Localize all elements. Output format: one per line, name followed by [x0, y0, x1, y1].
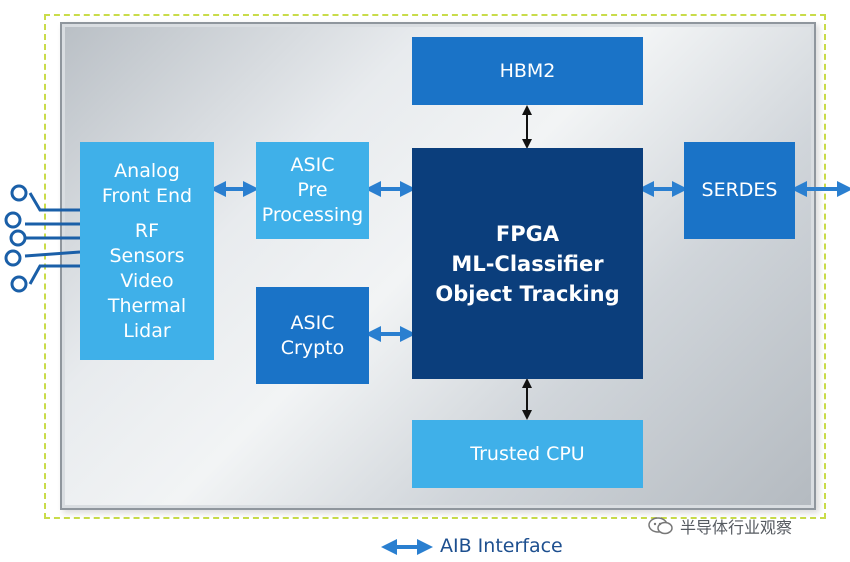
analog-line-1: Analog	[114, 159, 180, 182]
asic-pre-line-2: Pre	[297, 179, 328, 201]
serdes-label: SERDES	[701, 179, 778, 201]
input-pin-2-terminal	[4, 211, 22, 229]
input-pin-5	[28, 264, 80, 285]
aib-arrows	[210, 181, 850, 555]
asic-pre-processing-block: ASIC Pre Processing	[256, 142, 369, 239]
asic-crypto-line-2: Crypto	[280, 336, 345, 359]
analog-line-2: Front End	[101, 184, 193, 207]
sensor-type-video: Video	[120, 269, 174, 292]
legend-label: AIB Interface	[440, 535, 563, 557]
input-pin-4-terminal	[4, 249, 22, 267]
sensor-type-sensors: Sensors	[109, 244, 185, 267]
trusted-cpu-block: Trusted CPU	[412, 420, 643, 488]
input-pin-5-terminal	[10, 275, 28, 293]
serdes-block: SERDES	[684, 142, 795, 239]
analog-front-end-block: Analog Front End RF Sensors Video Therma…	[80, 142, 214, 360]
asic-crypto-line-1: ASIC	[290, 311, 335, 334]
fpga-line-1: FPGA	[495, 221, 560, 246]
input-pin-1	[28, 192, 80, 212]
input-pin-3-terminal	[9, 229, 27, 247]
input-pin-1-terminal	[10, 184, 28, 202]
fpga-line-2: ML-Classifier	[451, 251, 604, 276]
hbm2-label: HBM2	[499, 59, 556, 82]
fpga-line-3: Object Tracking	[435, 281, 620, 306]
wechat-icon	[648, 517, 673, 535]
watermark-text: 半导体行业观察	[680, 518, 793, 537]
sensor-input-pins	[4, 184, 81, 293]
asic-pre-line-1: ASIC	[290, 154, 335, 176]
sensor-type-rf: RF	[134, 219, 160, 242]
sensor-type-thermal: Thermal	[107, 294, 187, 317]
sensor-type-lidar: Lidar	[123, 319, 171, 342]
asic-crypto-block: ASIC Crypto	[256, 287, 369, 384]
watermark: 半导体行业观察	[648, 514, 792, 538]
hbm2-block: HBM2	[412, 37, 643, 105]
input-pin-4	[24, 250, 81, 258]
fpga-block: FPGA ML-Classifier Object Tracking	[412, 148, 643, 379]
asic-pre-line-3: Processing	[261, 204, 364, 226]
trusted-cpu-label: Trusted CPU	[470, 442, 585, 465]
